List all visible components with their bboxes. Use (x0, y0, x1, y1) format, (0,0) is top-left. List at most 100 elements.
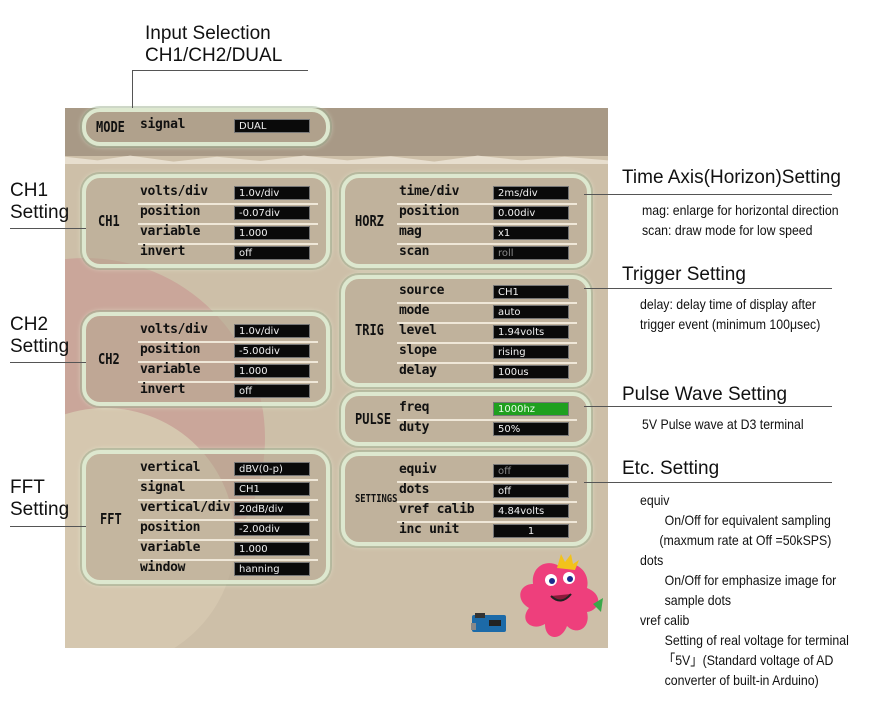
pulse-tag: PULSE (355, 410, 392, 428)
ch2-callout-line1: CH2 (10, 314, 49, 335)
position-value[interactable]: -5.00div (234, 344, 310, 358)
equiv-value[interactable]: off (493, 464, 569, 478)
callout-line-input-down (132, 70, 133, 108)
ch2-callout: CH2 Setting (10, 314, 69, 358)
callout-line-ch1 (10, 228, 86, 229)
mode-signal-row[interactable]: signal DUAL (138, 117, 310, 136)
position-label: position (399, 204, 460, 219)
inc-unit-value[interactable]: 1 (493, 524, 569, 538)
fft-position-row[interactable]: position-2.00div (138, 520, 318, 541)
dots-value[interactable]: off (493, 484, 569, 498)
invert-label: invert (140, 244, 186, 259)
delay-value[interactable]: 100us (493, 365, 569, 379)
etc-note-vref-desc1: Setting of real voltage for terminal (664, 632, 849, 648)
invert-value[interactable]: off (234, 384, 310, 398)
slope-label: slope (399, 343, 437, 358)
variable-label: variable (140, 224, 201, 239)
position-value[interactable]: -2.00div (234, 522, 310, 536)
settings-dots-row[interactable]: dots off (397, 482, 577, 503)
ch1-position-row[interactable]: position-0.07div (138, 204, 318, 225)
vertical-div-value[interactable]: 20dB/div (234, 502, 310, 516)
scan-value[interactable]: roll (493, 246, 569, 260)
position-value[interactable]: 0.00div (493, 206, 569, 220)
invert-label: invert (140, 382, 186, 397)
etc-note-vref-desc2: 「5V」(Standard voltage of AD (662, 652, 834, 668)
position-value[interactable]: -0.07div (234, 206, 310, 220)
settings-tag: SETTINGS (355, 492, 398, 505)
horz-position-row[interactable]: position 0.00div (397, 204, 577, 225)
input-selection-title: Input Selection (145, 23, 271, 44)
pulse-note-1: 5V Pulse wave at D3 terminal (642, 416, 804, 432)
slope-value[interactable]: rising (493, 345, 569, 359)
duty-value[interactable]: 50% (493, 422, 569, 436)
fft-vertical-row[interactable]: vertical dBV(0-p) (138, 460, 318, 481)
trig-level-row[interactable]: level 1.94volts (397, 323, 577, 344)
trigger-note-1: delay: delay time of display after (640, 296, 816, 312)
signal-value[interactable]: CH1 (234, 482, 310, 496)
ch2-invert-row[interactable]: invert off (138, 382, 318, 401)
arduino-board-icon (471, 613, 506, 632)
time-div-label: time/div (399, 184, 460, 199)
mascot-icon (520, 554, 603, 638)
ch2-tag: CH2 (98, 350, 120, 368)
input-selection-callout: Input Selection CH1/CH2/DUAL (145, 23, 282, 67)
horz-tag: HORZ (355, 212, 384, 230)
callout-line-horz (584, 194, 832, 195)
callout-line-fft (10, 526, 86, 527)
window-value[interactable]: hanning (234, 562, 310, 576)
volts-div-value[interactable]: 1.0v/div (234, 186, 310, 200)
level-value[interactable]: 1.94volts (493, 325, 569, 339)
vertical-value[interactable]: dBV(0-p) (234, 462, 310, 476)
volts-div-value[interactable]: 1.0v/div (234, 324, 310, 338)
signal-label: signal (140, 480, 186, 495)
etc-note-vref-desc3: converter of built-in Arduino) (664, 672, 819, 688)
dots-label: dots (399, 482, 430, 497)
time-div-value[interactable]: 2ms/div (493, 186, 569, 200)
mode-value[interactable]: auto (493, 305, 569, 319)
source-value[interactable]: CH1 (493, 285, 569, 299)
fft-signal-row[interactable]: signal CH1 (138, 480, 318, 501)
torn-paper-edge (65, 155, 608, 164)
trig-delay-row[interactable]: delay 100us (397, 363, 577, 382)
etc-notes: equiv On/Off for equivalent sampling (ma… (640, 490, 849, 690)
position-label: position (140, 342, 201, 357)
ch2-callout-line2: Setting (10, 336, 70, 357)
vertical-div-label: vertical/div (140, 500, 231, 515)
signal-label: signal (140, 117, 186, 132)
trig-slope-row[interactable]: slope rising (397, 343, 577, 364)
ch1-invert-row[interactable]: invert off (138, 244, 318, 263)
vref-calib-value[interactable]: 4.84volts (493, 504, 569, 518)
level-label: level (399, 323, 437, 338)
invert-value[interactable]: off (234, 246, 310, 260)
variable-value[interactable]: 1.000 (234, 364, 310, 378)
variable-value[interactable]: 1.000 (234, 542, 310, 556)
variable-value[interactable]: 1.000 (234, 226, 310, 240)
callout-line-pulse (584, 406, 832, 407)
signal-value[interactable]: DUAL (234, 119, 310, 133)
time-axis-note-scan: scan: draw mode for low speed (642, 222, 813, 238)
freq-value[interactable]: 1000hz (493, 402, 569, 416)
mag-value[interactable]: x1 (493, 226, 569, 240)
callout-line-etc (584, 482, 832, 483)
vertical-label: vertical (140, 460, 201, 475)
delay-label: delay (399, 363, 437, 378)
ch1-variable-row[interactable]: variable 1.000 (138, 224, 318, 245)
horz-time-div-row[interactable]: time/div 2ms/div (397, 184, 577, 205)
ch2-position-row[interactable]: position -5.00div (138, 342, 318, 363)
